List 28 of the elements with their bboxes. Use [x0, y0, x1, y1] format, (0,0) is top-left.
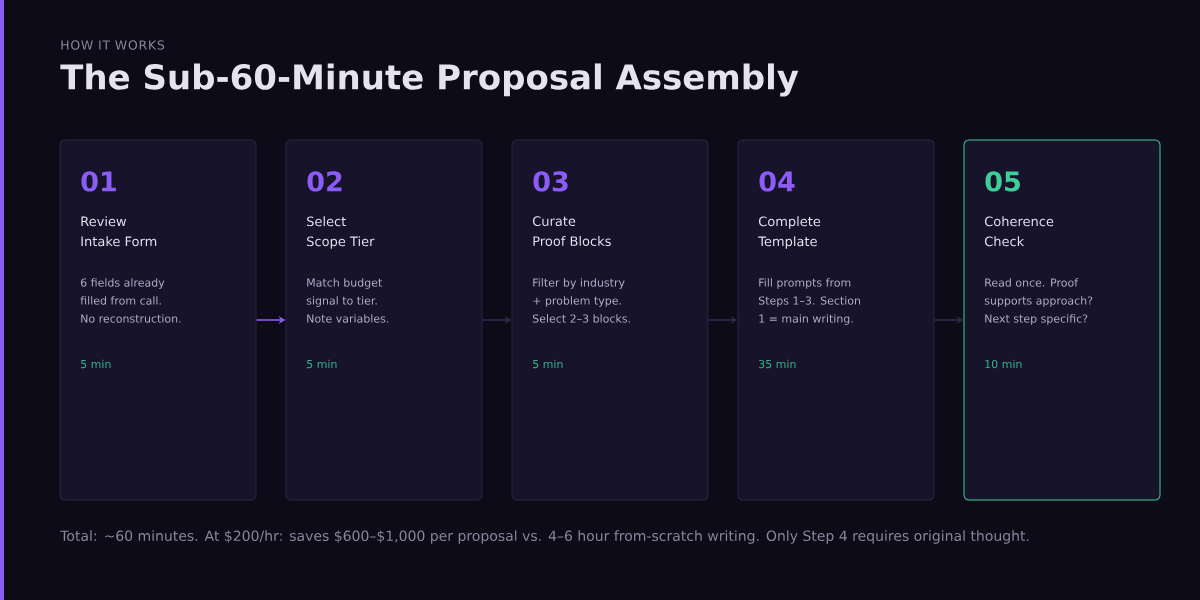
duration: 5 min [307, 359, 337, 369]
step-number: 03 [533, 171, 568, 192]
step-number: 02 [307, 171, 342, 192]
duration: 5 min [533, 359, 563, 369]
step-card [59, 139, 257, 501]
step-number: 01 [81, 171, 116, 192]
duration: 35 min [759, 359, 796, 369]
step-description: Read once. Proof supports approach? Next step specific? [984, 278, 1093, 325]
step-description: Match budget signal to tier. Note variables. [306, 278, 389, 323]
step-number: 04 [759, 171, 795, 192]
step-card [285, 139, 483, 501]
title: The Sub-60-Minute Proposal Assembly [60, 63, 799, 97]
step-title: Coherence Check [984, 216, 1054, 247]
caption: Total: ~60 minutes. At $200/hr: saves $600–$1,000 per proposal vs. 4–6 hour from-scratch writing. Only Step 4 requires original thought. [60, 530, 1029, 544]
step-card [737, 139, 935, 501]
step-number: 05 [985, 171, 1020, 192]
eyebrow-label: HOW IT WORKS [61, 40, 165, 50]
step-description: 6 fields already filled from call. No reconstruction. [80, 278, 181, 323]
step-card [963, 139, 1161, 501]
step-description: Filter by industry + problem type. Select 2–3 blocks. [532, 278, 630, 323]
duration: 10 min [985, 359, 1022, 369]
step-title: Curate Proof Blocks [532, 216, 611, 247]
step-title: Complete Template [758, 216, 821, 249]
step-description: Fill prompts from Steps 1–3. Section 1 = main writing. [758, 278, 861, 325]
duration: 5 min [81, 359, 111, 369]
step-title: Review Intake Form [81, 216, 157, 247]
step-title: Select Scope Tier [307, 216, 375, 249]
step-card [511, 139, 709, 501]
